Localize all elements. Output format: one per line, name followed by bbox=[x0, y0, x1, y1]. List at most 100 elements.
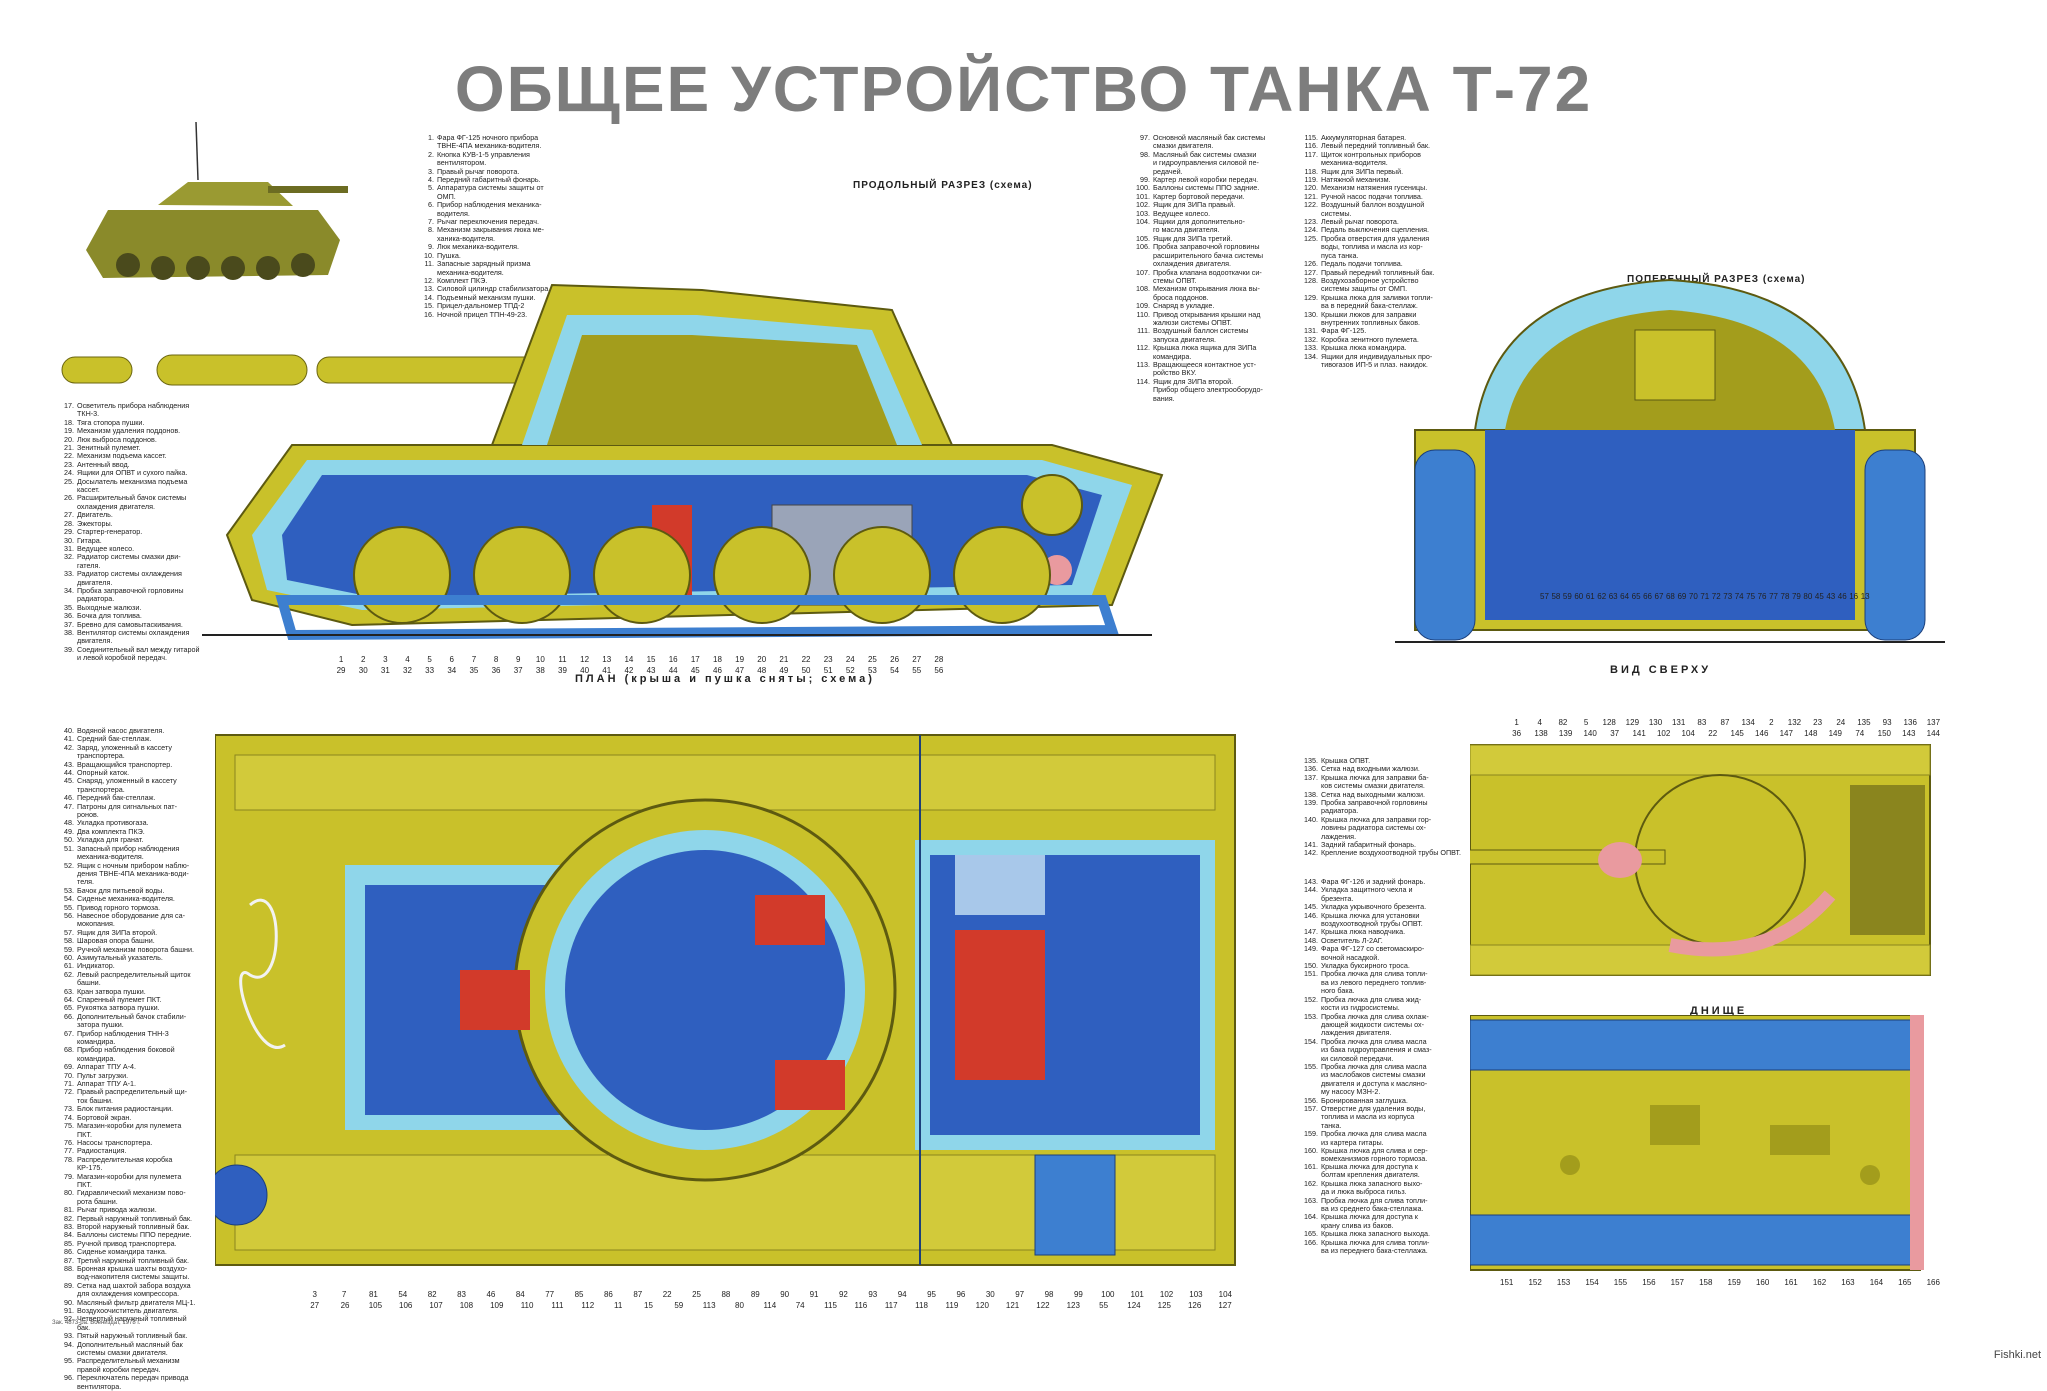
legend-item-number: 72. bbox=[64, 1088, 74, 1097]
legend-item: из картера гитары. bbox=[1296, 1139, 1461, 1147]
legend-item-number: 152. bbox=[1304, 995, 1318, 1004]
legend-item: 124.Педаль выключения сцепления. bbox=[1296, 226, 1461, 234]
legend-item-number: 88. bbox=[64, 1265, 74, 1273]
callout-number: 146 bbox=[1755, 729, 1769, 738]
legend-item-number: 51. bbox=[64, 844, 74, 853]
callout-number: 1 bbox=[338, 655, 344, 664]
callout-number: 36 bbox=[491, 666, 501, 675]
legend-item-text: да и люка выброса гильз. bbox=[1321, 1188, 1407, 1197]
legend-item: 38.Вентилятор системы охлаждения bbox=[52, 629, 212, 637]
legend-item-text: Ящики для дополнительно- bbox=[1153, 218, 1245, 227]
bottom-log bbox=[1910, 1015, 1924, 1270]
legend-item: двигателя. bbox=[52, 579, 212, 587]
legend-item-text: Радиатор системы смазки дви- bbox=[77, 553, 181, 562]
legend-item: 13.Силовой цилиндр стабилизатора. bbox=[412, 285, 592, 293]
callout-number: 166 bbox=[1926, 1278, 1940, 1287]
legend-item-number: 155. bbox=[1304, 1062, 1318, 1071]
callout-number: 10 bbox=[535, 655, 545, 664]
legend-item-number: 76. bbox=[64, 1138, 74, 1147]
legend-item-text: ва в передний бака-стеллаж. bbox=[1321, 302, 1418, 311]
legend-item: 4.Передний габаритный фонарь. bbox=[412, 176, 592, 184]
legend-item-number: 147. bbox=[1304, 928, 1318, 937]
legend-item: 106.Пробка заправочной горловины bbox=[1128, 243, 1288, 251]
callout-number: 20 bbox=[757, 655, 767, 664]
callout-number: 64 bbox=[1620, 592, 1630, 601]
legend-item-text: ва из левого переднего топлив- bbox=[1321, 978, 1427, 987]
legend-item-number: 85. bbox=[64, 1239, 74, 1248]
legend-item: 166.Крышка лючка для слива топли- bbox=[1296, 1239, 1461, 1247]
plan-red-component-2 bbox=[775, 1060, 845, 1110]
legend-item-text: Пробка лючка для слива топли- bbox=[1321, 1196, 1428, 1205]
legend-item-text: Ведущее колесо. bbox=[77, 544, 135, 553]
legend-item: системы. bbox=[1296, 210, 1461, 218]
legend-item-number: 131. bbox=[1304, 327, 1318, 336]
legend-item: 88.Бронная крышка шахты воздухо- bbox=[52, 1265, 212, 1273]
legend-item: 150.Укладка буксирного троса. bbox=[1296, 962, 1461, 970]
callout-number: 36 bbox=[1512, 729, 1522, 738]
legend-item-text: вомеханизмов горного тормоза. bbox=[1321, 1155, 1428, 1164]
legend-item: 131.Фара ФГ-125. bbox=[1296, 327, 1461, 335]
legend-item-number: 34. bbox=[64, 586, 74, 595]
legend-item-number: 15. bbox=[424, 302, 434, 311]
callout-number: 7 bbox=[341, 1290, 347, 1299]
legend-item-text: Ночной прицел ТПН-49-23. bbox=[437, 310, 528, 319]
plan-sprocket bbox=[1034, 1154, 1116, 1256]
legend-item: 8.Механизм закрывания люка ме- bbox=[412, 226, 592, 234]
callout-number: 2 bbox=[360, 655, 366, 664]
callout-number: 83 bbox=[1697, 718, 1707, 727]
callout-number: 4 bbox=[1537, 718, 1542, 727]
legend-item-text: Вращающийся транспортер. bbox=[77, 760, 173, 769]
legend-item-text: Стартер-генератор. bbox=[77, 528, 143, 537]
callout-number: 90 bbox=[780, 1290, 790, 1299]
legend-item-text: ПКТ. bbox=[77, 1130, 92, 1139]
callout-number: 89 bbox=[750, 1290, 760, 1299]
legend-item: кости из гидросистемы. bbox=[1296, 1004, 1461, 1012]
legend-item: ков системы смазки двигателя. bbox=[1296, 782, 1461, 790]
legend-item-number: 3. bbox=[428, 167, 434, 176]
callout-number: 68 bbox=[1665, 592, 1675, 601]
legend-item-text: башни. bbox=[77, 979, 101, 988]
legend-item: 123.Левый рычаг поворота. bbox=[1296, 218, 1461, 226]
legend-item-text: ТВНЕ-4ПА механика-водителя. bbox=[437, 142, 542, 151]
legend-item-text: Натяжной механизм. bbox=[1321, 176, 1391, 185]
legend-item-number: 123. bbox=[1304, 218, 1318, 227]
legend-item-text: двигателя. bbox=[77, 637, 113, 646]
legend-item: 40.Водяной насос двигателя. bbox=[52, 727, 212, 735]
legend-item-number: 66. bbox=[64, 1012, 74, 1021]
legend-item: ТВНЕ-4ПА механика-водителя. bbox=[412, 142, 592, 150]
legend-item-number: 156. bbox=[1304, 1096, 1318, 1105]
legend-item-number: 10. bbox=[424, 251, 434, 260]
legend-item-text: Ящик для ЗИПа правый. bbox=[1153, 201, 1236, 210]
legend-item-text: Первый наружный топливный бак. bbox=[77, 1214, 193, 1223]
legend-item: 21.Зенитный пулемет. bbox=[52, 444, 212, 452]
callout-number: 93 bbox=[868, 1290, 878, 1299]
legend-item-number: 58. bbox=[64, 937, 74, 946]
legend-item: 104.Ящики для дополнительно- bbox=[1128, 218, 1288, 226]
legend-item: болтам крепления двигателя. bbox=[1296, 1171, 1461, 1179]
legend-item-number: 48. bbox=[64, 819, 74, 828]
legend-item: кассет. bbox=[52, 486, 212, 494]
legend-item-number: 119. bbox=[1304, 176, 1318, 185]
legend-item-text: Левый рычаг поворота. bbox=[1321, 218, 1399, 227]
legend-item-number: 31. bbox=[64, 544, 74, 553]
legend-item-text: му насосу МЗН-2. bbox=[1321, 1088, 1381, 1097]
callout-number: 84 bbox=[515, 1290, 525, 1299]
callout-number: 116 bbox=[854, 1301, 868, 1310]
callout-number: 59 bbox=[674, 1301, 684, 1310]
legend-item: 113.Вращающееся контактное уст- bbox=[1128, 361, 1288, 369]
legend-item: 95.Распределительный механизм bbox=[52, 1357, 212, 1365]
legend-item-number: 89. bbox=[64, 1281, 74, 1290]
legend-item: топлива и масла из корпуса bbox=[1296, 1113, 1461, 1121]
legend-item-text: Ручной насос подачи топлива. bbox=[1321, 192, 1423, 201]
callout-number: 15 bbox=[646, 655, 656, 664]
callout-number: 8 bbox=[493, 655, 499, 664]
legend-item: двигателя и доступа к масляно- bbox=[1296, 1080, 1461, 1088]
legend-item-text: Картер левой коробки передач. bbox=[1153, 176, 1259, 185]
legend-item-text: Фара ФГ-125 ночного прибора bbox=[437, 134, 539, 142]
legend-item: 44.Опорный каток. bbox=[52, 769, 212, 777]
legend-item-number: 92. bbox=[64, 1315, 74, 1324]
legend-item-text: Вентилятор системы охлаждения bbox=[77, 628, 190, 637]
callout-number: 86 bbox=[603, 1290, 613, 1299]
legend-item-number: 71. bbox=[64, 1080, 74, 1089]
